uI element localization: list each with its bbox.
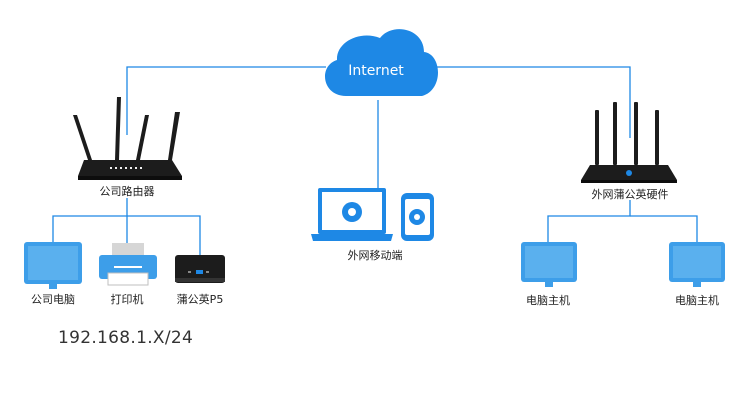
internet-cloud-icon	[325, 29, 438, 97]
remote-computer-2-icon	[669, 242, 725, 287]
p5-box-icon	[175, 255, 225, 283]
remote-computer-1-icon	[521, 242, 577, 287]
mobile-clients-label: 外网移动端	[347, 249, 403, 262]
lan-device-label: 打印机	[110, 293, 144, 306]
subnet-label: 192.168.1.X/24	[58, 328, 194, 348]
link-external-lan-bus	[547, 200, 631, 242]
remote-device-label: 电脑主机	[675, 294, 719, 307]
link-cloud-external-hardware	[430, 66, 631, 138]
link-company-p5	[127, 215, 201, 255]
link-external-pc2	[630, 215, 698, 242]
link-company-lan-bus	[52, 198, 128, 242]
link-cloud-company-router	[126, 66, 326, 135]
printer-icon	[99, 243, 157, 286]
phone-icon	[401, 193, 434, 241]
external-hardware-label: 外网蒲公英硬件	[591, 188, 669, 201]
lan-device-label: 公司电脑	[31, 293, 75, 306]
internet-label: Internet	[348, 63, 404, 79]
remote-device-label: 电脑主机	[526, 294, 570, 307]
laptop-icon	[311, 188, 393, 241]
external-hardware-icon	[581, 102, 677, 183]
company-router-icon	[73, 97, 182, 180]
company-computer-icon	[24, 242, 82, 289]
lan-device-label: 蒲公英P5	[176, 293, 224, 306]
connection-lines	[52, 66, 698, 255]
company-router-label: 公司路由器	[99, 185, 155, 198]
